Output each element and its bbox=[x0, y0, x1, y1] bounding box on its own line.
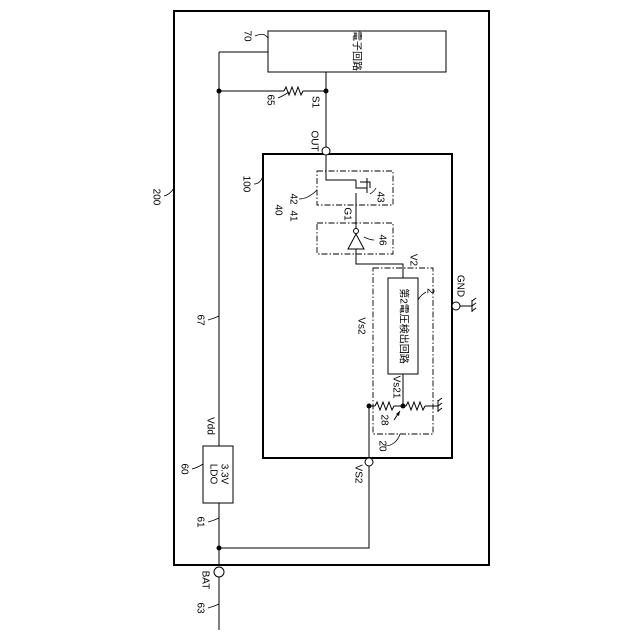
label-s1: S1 bbox=[309, 96, 320, 109]
divider-ground-symbol bbox=[438, 398, 442, 412]
label-41: 41 bbox=[287, 210, 298, 222]
label-60: 60 bbox=[178, 463, 189, 475]
label-61: 61 bbox=[194, 516, 205, 528]
vs2-terminal bbox=[365, 458, 373, 466]
label-42: 42 bbox=[287, 193, 298, 205]
bat-terminal bbox=[214, 567, 224, 577]
junction-vs2-supply bbox=[217, 546, 222, 551]
electronic-circuit-label: 電子回路 bbox=[350, 31, 363, 71]
leader-65 bbox=[278, 92, 289, 98]
label-vs2: VS2 bbox=[352, 465, 363, 484]
label-100: 100 bbox=[240, 176, 251, 193]
inverter-triangle bbox=[348, 234, 364, 249]
leader-42 bbox=[299, 190, 317, 199]
label-vs2-inner: Vs2 bbox=[355, 317, 366, 335]
label-vs21: Vs21 bbox=[390, 376, 401, 399]
out-terminal bbox=[322, 147, 330, 155]
label-40: 40 bbox=[272, 204, 283, 216]
out-inner-wire bbox=[326, 155, 356, 180]
vs2-supply-wire bbox=[219, 466, 369, 548]
leader-200 bbox=[164, 188, 174, 196]
leader-100 bbox=[254, 176, 263, 184]
leader-63 bbox=[208, 604, 219, 608]
ldo-label-line2: 3.3V bbox=[218, 464, 229, 485]
leader-67 bbox=[208, 316, 219, 320]
label-g1: G1 bbox=[341, 207, 352, 221]
resistor-divider-upper bbox=[375, 402, 394, 410]
gnd-symbol bbox=[472, 298, 476, 312]
label-70: 70 bbox=[241, 30, 252, 42]
label-out: OUT bbox=[308, 130, 319, 151]
label-bat: BAT bbox=[199, 571, 210, 590]
label-43: 43 bbox=[374, 191, 385, 203]
leader-70 bbox=[255, 34, 268, 38]
v2-wire bbox=[356, 249, 403, 278]
resistor-divider-lower bbox=[406, 402, 425, 410]
label-20: 20 bbox=[376, 440, 387, 452]
label-28: 28 bbox=[378, 414, 389, 426]
label-gnd: GND bbox=[454, 275, 465, 297]
leader-46 bbox=[364, 237, 374, 240]
leader-61 bbox=[208, 518, 219, 522]
transistor-symbol bbox=[356, 178, 370, 193]
label-46: 46 bbox=[376, 234, 387, 246]
label-65: 65 bbox=[264, 94, 275, 106]
ldo-label-line1: LDO bbox=[207, 464, 218, 485]
detection-circuit-label: 第2電圧検出回路 bbox=[397, 288, 410, 364]
leader-60 bbox=[192, 464, 203, 469]
label-63: 63 bbox=[194, 602, 205, 614]
label-200: 200 bbox=[150, 189, 161, 206]
label-v2: V2 bbox=[407, 254, 418, 267]
inverter-bubble bbox=[354, 229, 359, 234]
gnd-terminal bbox=[452, 302, 460, 310]
label-67: 67 bbox=[194, 314, 205, 326]
label-vdd: Vdd bbox=[204, 417, 215, 435]
label-2: 2 bbox=[424, 288, 435, 294]
junction-vdd-65 bbox=[217, 89, 222, 94]
